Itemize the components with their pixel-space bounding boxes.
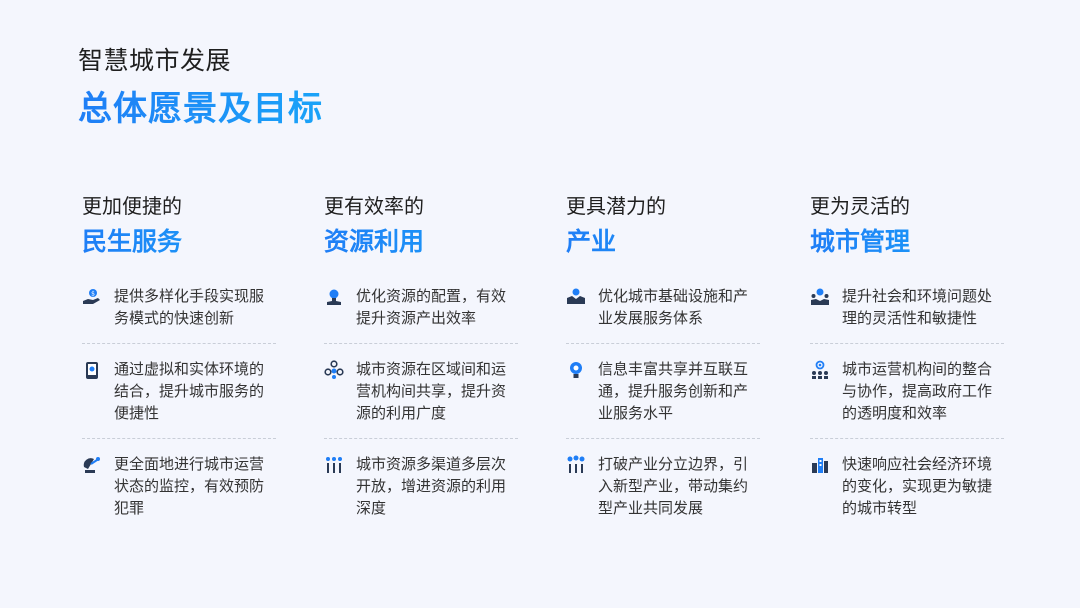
svg-text:$: $ [91, 291, 95, 298]
divider [324, 343, 518, 344]
list-item: 更全面地进行城市运营状态的监控，有效预防犯罪 [82, 453, 276, 519]
item-text: 打破产业分立边界，引入新型产业，带动集约型产业共同发展 [598, 455, 749, 517]
list-item: 信息丰富共享并互联互通，提升服务创新和产业服务水平 [566, 358, 760, 424]
item-text: 提供多样化手段实现服务模式的快速创新 [114, 287, 265, 327]
header: 智慧城市发展 总体愿景及目标 [78, 44, 323, 130]
smartphone-icon [82, 360, 102, 380]
column-subtitle: 更为灵活的 [810, 194, 910, 218]
column-management: 更为灵活的 城市管理 提升社会和环境问题处理的灵活性和敏捷性 城市运营机构间的整… [810, 192, 1004, 517]
column-items: 优化资源的配置，有效提升资源产出效率 城市资源在区域间和运营机构间共享，提升资源… [324, 285, 518, 519]
item-text: 通过虚拟和实体环境的结合，提升城市服务的便捷性 [114, 360, 265, 422]
column-items: $ 提供多样化手段实现服务模式的快速创新 通过虚拟和实体环境的结合，提升城市服务… [82, 285, 276, 519]
item-text: 快速响应社会经济环境的变化，实现更为敏捷的城市转型 [842, 455, 993, 517]
lightbulb-hand-icon [324, 287, 344, 307]
network-nodes-icon [324, 360, 344, 380]
item-text: 优化城市基础设施和产业发展服务体系 [598, 287, 749, 327]
list-item: 优化城市基础设施和产业发展服务体系 [566, 285, 760, 329]
column-title: 民生服务 [82, 226, 276, 258]
hand-coin-icon: $ [82, 287, 102, 307]
item-text: 城市资源多渠道多层次开放，增进资源的利用深度 [356, 455, 507, 517]
column-livelihood: 更加便捷的 民生服务 $ 提供多样化手段实现服务模式的快速创新 通过虚拟和实体环… [82, 192, 276, 517]
column-header: 更加便捷的 民生服务 [82, 192, 276, 270]
item-text: 提升社会和环境问题处理的灵活性和敏捷性 [842, 287, 993, 327]
list-item: 城市资源多渠道多层次开放，增进资源的利用深度 [324, 453, 518, 519]
list-item: 打破产业分立边界，引入新型产业，带动集约型产业共同发展 [566, 453, 760, 519]
people-ideas-icon [566, 455, 586, 475]
column-subtitle: 更加便捷的 [82, 194, 182, 218]
column-items: 优化城市基础设施和产业发展服务体系 信息丰富共享并互联互通，提升服务创新和产业服… [566, 285, 760, 519]
item-text: 优化资源的配置，有效提升资源产出效率 [356, 287, 507, 327]
column-header: 更具潜力的 产业 [566, 192, 760, 270]
city-buildings-icon [810, 455, 830, 475]
item-text: 城市资源在区域间和运营机构间共享，提升资源的利用广度 [356, 360, 507, 422]
list-item: $ 提供多样化手段实现服务模式的快速创新 [82, 285, 276, 329]
team-idea-icon [810, 287, 830, 307]
list-item: 通过虚拟和实体环境的结合，提升城市服务的便捷性 [82, 358, 276, 424]
satellite-dish-icon [82, 455, 102, 475]
page-subtitle: 智慧城市发展 [78, 46, 232, 75]
people-bars-icon [324, 455, 344, 475]
divider [566, 438, 760, 439]
item-text: 更全面地进行城市运营状态的监控，有效预防犯罪 [114, 455, 265, 517]
idea-bulb-icon [566, 360, 586, 380]
divider [82, 343, 276, 344]
divider [810, 438, 1004, 439]
column-subtitle: 更有效率的 [324, 194, 424, 218]
column-subtitle: 更具潜力的 [566, 194, 666, 218]
column-items: 提升社会和环境问题处理的灵活性和敏捷性 城市运营机构间的整合与协作，提高政府工作… [810, 285, 1004, 519]
column-title: 资源利用 [324, 226, 518, 258]
page-title: 总体愿景及目标 [78, 89, 323, 129]
column-header: 更为灵活的 城市管理 [810, 192, 1004, 270]
list-item: 城市运营机构间的整合与协作，提高政府工作的透明度和效率 [810, 358, 1004, 424]
column-resources: 更有效率的 资源利用 优化资源的配置，有效提升资源产出效率 城市资源在区域间和运… [324, 192, 518, 517]
item-text: 城市运营机构间的整合与协作，提高政府工作的透明度和效率 [842, 360, 993, 422]
list-item: 优化资源的配置，有效提升资源产出效率 [324, 285, 518, 329]
list-item: 城市资源在区域间和运营机构间共享，提升资源的利用广度 [324, 358, 518, 424]
handshake-icon [566, 287, 586, 307]
divider [810, 343, 1004, 344]
column-industry: 更具潜力的 产业 优化城市基础设施和产业发展服务体系 信息丰富共享并互联互通，提… [566, 192, 760, 517]
divider [324, 438, 518, 439]
item-text: 信息丰富共享并互联互通，提升服务创新和产业服务水平 [598, 360, 749, 422]
list-item: 提升社会和环境问题处理的灵活性和敏捷性 [810, 285, 1004, 329]
column-title: 产业 [566, 226, 760, 258]
divider [566, 343, 760, 344]
list-item: 快速响应社会经济环境的变化，实现更为敏捷的城市转型 [810, 453, 1004, 519]
column-title: 城市管理 [810, 226, 1004, 258]
organization-icon [810, 360, 830, 380]
divider [82, 438, 276, 439]
column-header: 更有效率的 资源利用 [324, 192, 518, 270]
